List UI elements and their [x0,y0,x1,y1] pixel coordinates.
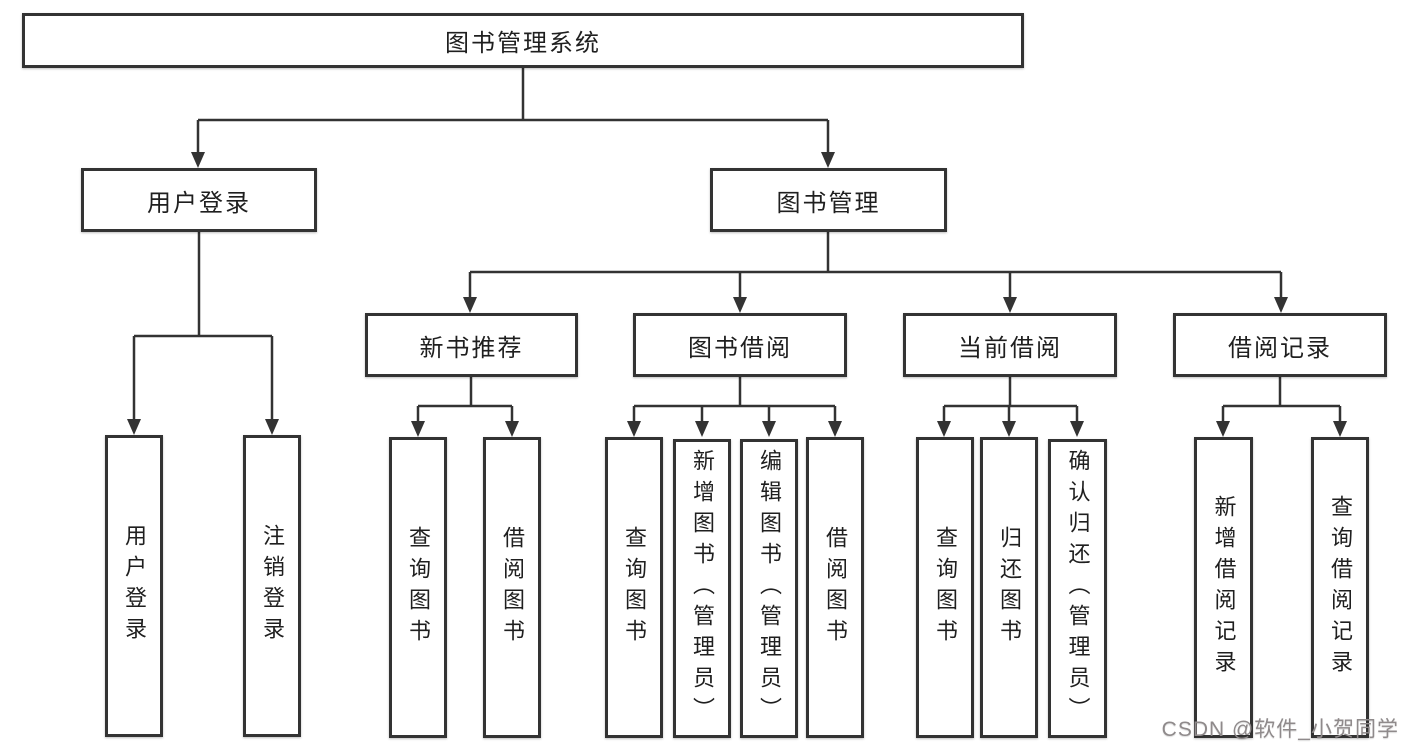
leaf-bb-edit-books: 编辑图书（管理员） [740,439,798,738]
leaf-user-login: 用户登录 [105,435,163,737]
node-root: 图书管理系统 [22,13,1024,68]
node-borrow-records-label: 借阅记录 [1228,334,1332,362]
leaf-bb-add-books: 新增图书（管理员） [673,439,731,738]
leaf-br-add-record: 新增借阅记录 [1194,437,1253,738]
node-borrow-records: 借阅记录 [1173,313,1387,377]
node-book-management-label: 图书管理 [776,189,881,217]
leaf-bb-add-books-label: 新增图书（管理员） [690,449,715,728]
node-root-label: 图书管理系统 [445,30,601,57]
leaf-bb-query-books: 查询图书 [605,437,663,738]
leaf-logout-label: 注销登录 [260,524,285,648]
leaf-bb-borrow-books-label: 借阅图书 [823,525,848,650]
leaf-bb-borrow-books: 借阅图书 [806,437,864,738]
csdn-watermark: CSDN @软件_小贺同学 [1161,718,1399,741]
leaf-nb-query-books: 查询图书 [389,437,447,738]
leaf-logout: 注销登录 [243,435,301,737]
node-book-borrow-label: 图书借阅 [688,334,792,362]
node-current-borrow-label: 当前借阅 [958,334,1062,362]
leaf-cb-confirm-return-label: 确认归还（管理员） [1065,449,1091,728]
node-book-management: 图书管理 [710,168,947,232]
node-new-book-recommend-label: 新书推荐 [419,334,524,362]
leaf-nb-query-books-label: 查询图书 [406,525,431,650]
node-book-borrow: 图书借阅 [633,313,847,377]
leaf-br-query-record: 查询借阅记录 [1311,437,1369,738]
node-user-login: 用户登录 [81,168,317,232]
leaf-bb-query-books-label: 查询图书 [622,525,647,650]
leaf-nb-borrow-books-label: 借阅图书 [500,525,525,650]
arrowheads [127,152,1347,437]
node-current-borrow: 当前借阅 [903,313,1117,377]
leaf-cb-query-books-label: 查询图书 [933,525,958,650]
leaf-cb-confirm-return: 确认归还（管理员） [1048,439,1107,738]
leaf-bb-edit-books-label: 编辑图书（管理员） [757,449,782,728]
node-new-book-recommend: 新书推荐 [365,313,578,377]
leaf-nb-borrow-books: 借阅图书 [483,437,541,738]
leaf-user-login-label: 用户登录 [122,524,147,648]
leaf-cb-return-books: 归还图书 [980,437,1038,738]
leaf-br-query-record-label: 查询借阅记录 [1328,494,1353,681]
leaf-cb-query-books: 查询图书 [916,437,974,738]
node-user-login-label: 用户登录 [147,189,251,217]
leaf-br-add-record-label: 新增借阅记录 [1211,494,1237,681]
leaf-cb-return-books-label: 归还图书 [997,525,1022,650]
